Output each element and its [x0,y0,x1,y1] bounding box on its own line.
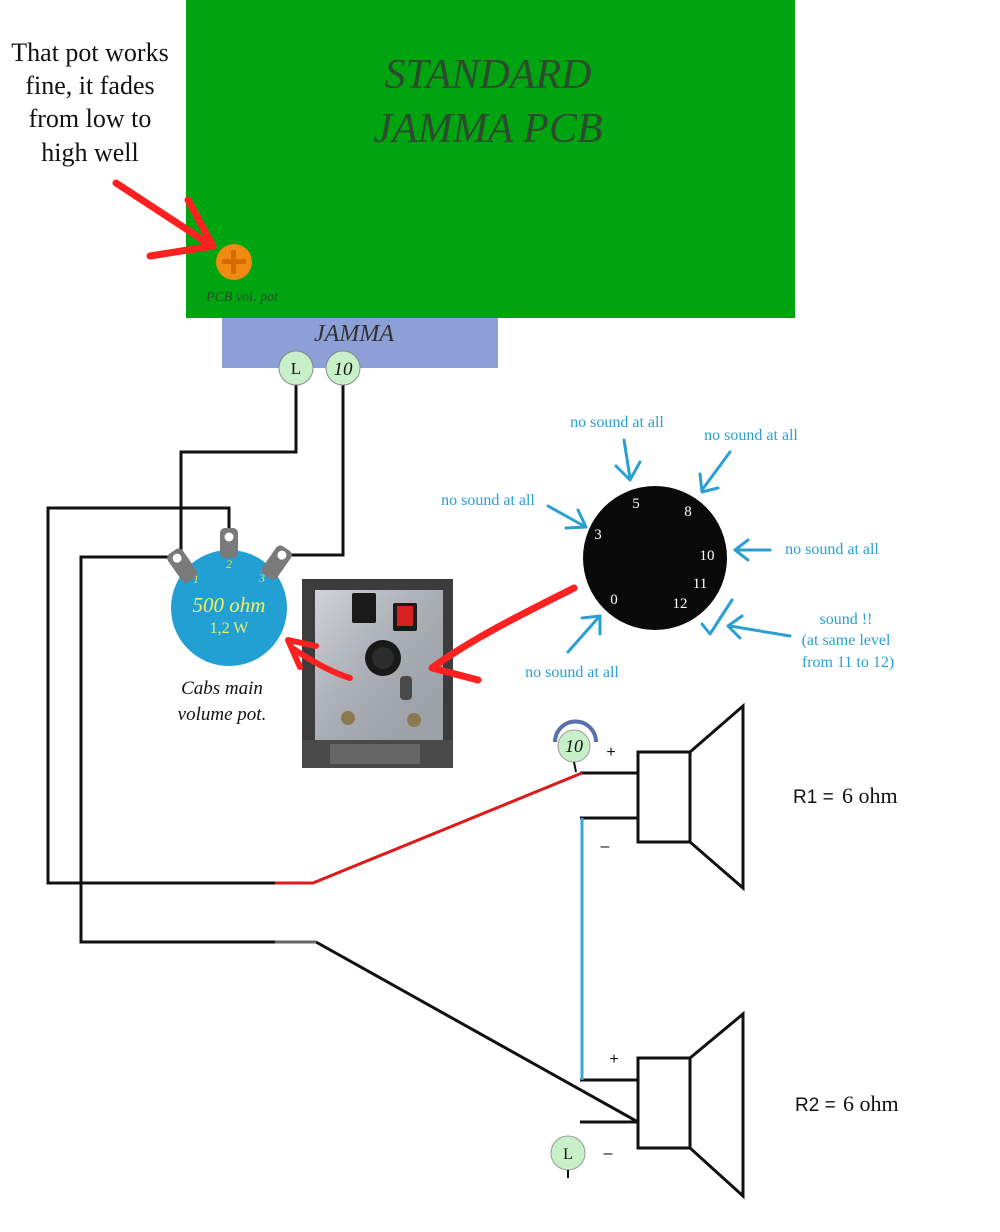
blue-arrows [546,438,792,654]
speaker-pin-10-ring [553,719,598,743]
red-arrow-pcb-pot-head [146,196,217,260]
speaker1-minus: – [601,838,610,855]
volume-knob-dial [583,486,727,630]
pot-lug-2 [220,528,238,558]
note-right: no sound at all [785,541,879,558]
r2-label: R2 = [795,1095,836,1116]
r1-label: R1 = [793,787,834,808]
knob-mark-3: 3 [594,527,602,543]
wire-to-speaker2-minus [315,940,639,1124]
speaker2-plus: + [609,1051,618,1068]
blue-arrow-bottom [566,614,602,654]
speaker-pin-10-label: 10 [565,736,583,756]
black-wires [46,384,639,1124]
note-top-left: no sound at all [570,414,664,431]
pot-lug-1 [167,548,198,583]
pot-caption-line1: Cabs main [181,678,263,699]
top-note-line1: That pot works [11,38,168,67]
knob-mark-5: 5 [632,496,640,512]
pcb-pot-cross-v [231,250,236,274]
knob-mark-11: 11 [693,576,707,592]
pot-power: 1,2 W [210,620,250,637]
blue-arrow-top-right [698,450,732,494]
pcb-title-line2: JAMMA PCB [374,106,603,152]
pcb-title-line1: STANDARD [385,52,592,98]
blue-arrow-left [546,504,588,530]
blue-arrow-right [733,538,772,562]
r2-value: 6 ohm [843,1091,899,1116]
jamma-pin-10 [325,350,361,386]
red-wire-to-speaker1-plus [275,771,583,885]
pot-lug-3 [261,545,292,580]
red-arrow-from-knob [428,584,578,684]
wire-pot-lower-loop [79,555,275,944]
top-note-line4: high well [41,138,139,167]
speaker2-minus: – [604,1145,613,1162]
speaker1-plus: + [606,744,615,761]
pcb-pot-label: PCB vol. pot [205,290,279,305]
wire-L-to-pot-pin1 [179,384,298,565]
knob-mark-8: 8 [684,504,692,520]
top-note-line2: fine, it fades [25,71,154,100]
red-arrow-pcb-pot [112,179,216,250]
red-arrow-to-main-pot-head [285,637,319,670]
pot-pin1-label: 1 [193,572,199,586]
pot-caption-line2: volume pot. [178,704,267,725]
top-note-line3: from low to [29,104,152,133]
control-panel-photo [302,579,453,768]
cabs-main-volume-pot [171,550,287,666]
speaker-pin-10-lead [573,761,577,773]
blue-check-sound [700,598,734,636]
jamma-connector [222,318,498,368]
blue-arrow-sound [726,614,792,640]
pot-pin3-label: 3 [258,571,265,585]
speaker-pin-L-label: L [563,1146,573,1163]
wire-pot-pin2-loop [46,506,275,885]
knob-mark-0: 0 [610,592,618,608]
note-top-right: no sound at all [704,427,798,444]
note-left: no sound at all [441,492,535,509]
pot-pin2-label: 2 [226,557,232,571]
wire-10-to-pot-pin3 [285,384,345,557]
jamma-pcb-board [186,0,795,318]
jamma-label: JAMMA [314,321,394,347]
jamma-pin-10-label: 10 [334,359,354,380]
knob-mark-12: 12 [673,596,688,612]
jamma-pin-L-label: L [291,359,301,378]
pot-value: 500 ohm [193,593,266,617]
note-sound-line1: sound !! [820,611,873,628]
blue-arrow-top-left [614,438,642,482]
speaker-r1 [636,702,745,892]
speaker-r2 [636,1010,745,1200]
note-bottom: no sound at all [525,664,619,681]
jamma-pin-L [278,350,314,386]
red-arrow-to-main-pot [289,645,353,681]
note-sound-line2: (at same level [802,632,891,649]
knob-mark-10: 10 [700,548,715,564]
r1-value: 6 ohm [842,783,898,808]
note-sound-line3: from 11 to 12) [802,654,894,671]
